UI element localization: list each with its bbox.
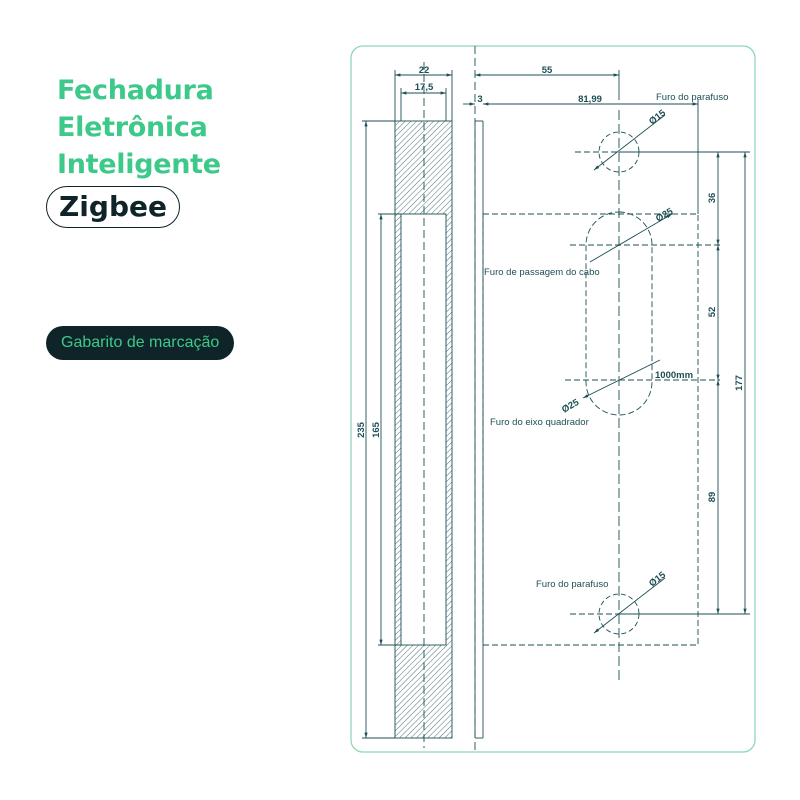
dim-dia-25-bottom: Ø25 (560, 397, 582, 416)
product-title: Fechadura Eletrônica Inteligente (57, 72, 221, 183)
drawing-frame (350, 45, 756, 753)
label-screw-hole-bottom: Furo do parafuso (536, 579, 608, 590)
label-screw-hole-top: Furo do parafuso (656, 92, 728, 103)
dim-89: 89 (707, 492, 718, 503)
lock-body-outline (482, 213, 699, 646)
dim-dia-25-top: Ø25 (654, 206, 676, 225)
protocol-badge: Zigbee (46, 186, 180, 228)
dim-52: 52 (707, 307, 718, 318)
dim-17-5: 17,5 (415, 82, 434, 93)
dim-165: 165 (371, 421, 382, 438)
dim-22: 22 (419, 65, 430, 76)
dim-dia-15-bottom: Ø15 (647, 569, 668, 589)
label-cable-hole: Furo de passagem do cabo (484, 267, 600, 278)
dim-235: 235 (356, 421, 367, 438)
dim-3: 3 (477, 94, 482, 105)
title-line-3: Inteligente (57, 149, 221, 180)
dim-55: 55 (542, 65, 553, 76)
dim-81-99: 81,99 (578, 94, 602, 105)
dim-dia-15-top: Ø15 (647, 107, 668, 127)
section-badge: Gabarito de marcação (46, 326, 235, 360)
title-line-1: Fechadura (57, 75, 214, 106)
profile-cavity (400, 213, 447, 646)
cable-slot (585, 211, 653, 416)
title-line-2: Eletrônica (57, 112, 208, 143)
label-square-axis-hole: Furo do eixo quadrador (490, 417, 589, 428)
dim-36: 36 (707, 193, 718, 204)
dim-1000mm: 1000mm (655, 370, 693, 381)
dim-177: 177 (734, 375, 745, 391)
